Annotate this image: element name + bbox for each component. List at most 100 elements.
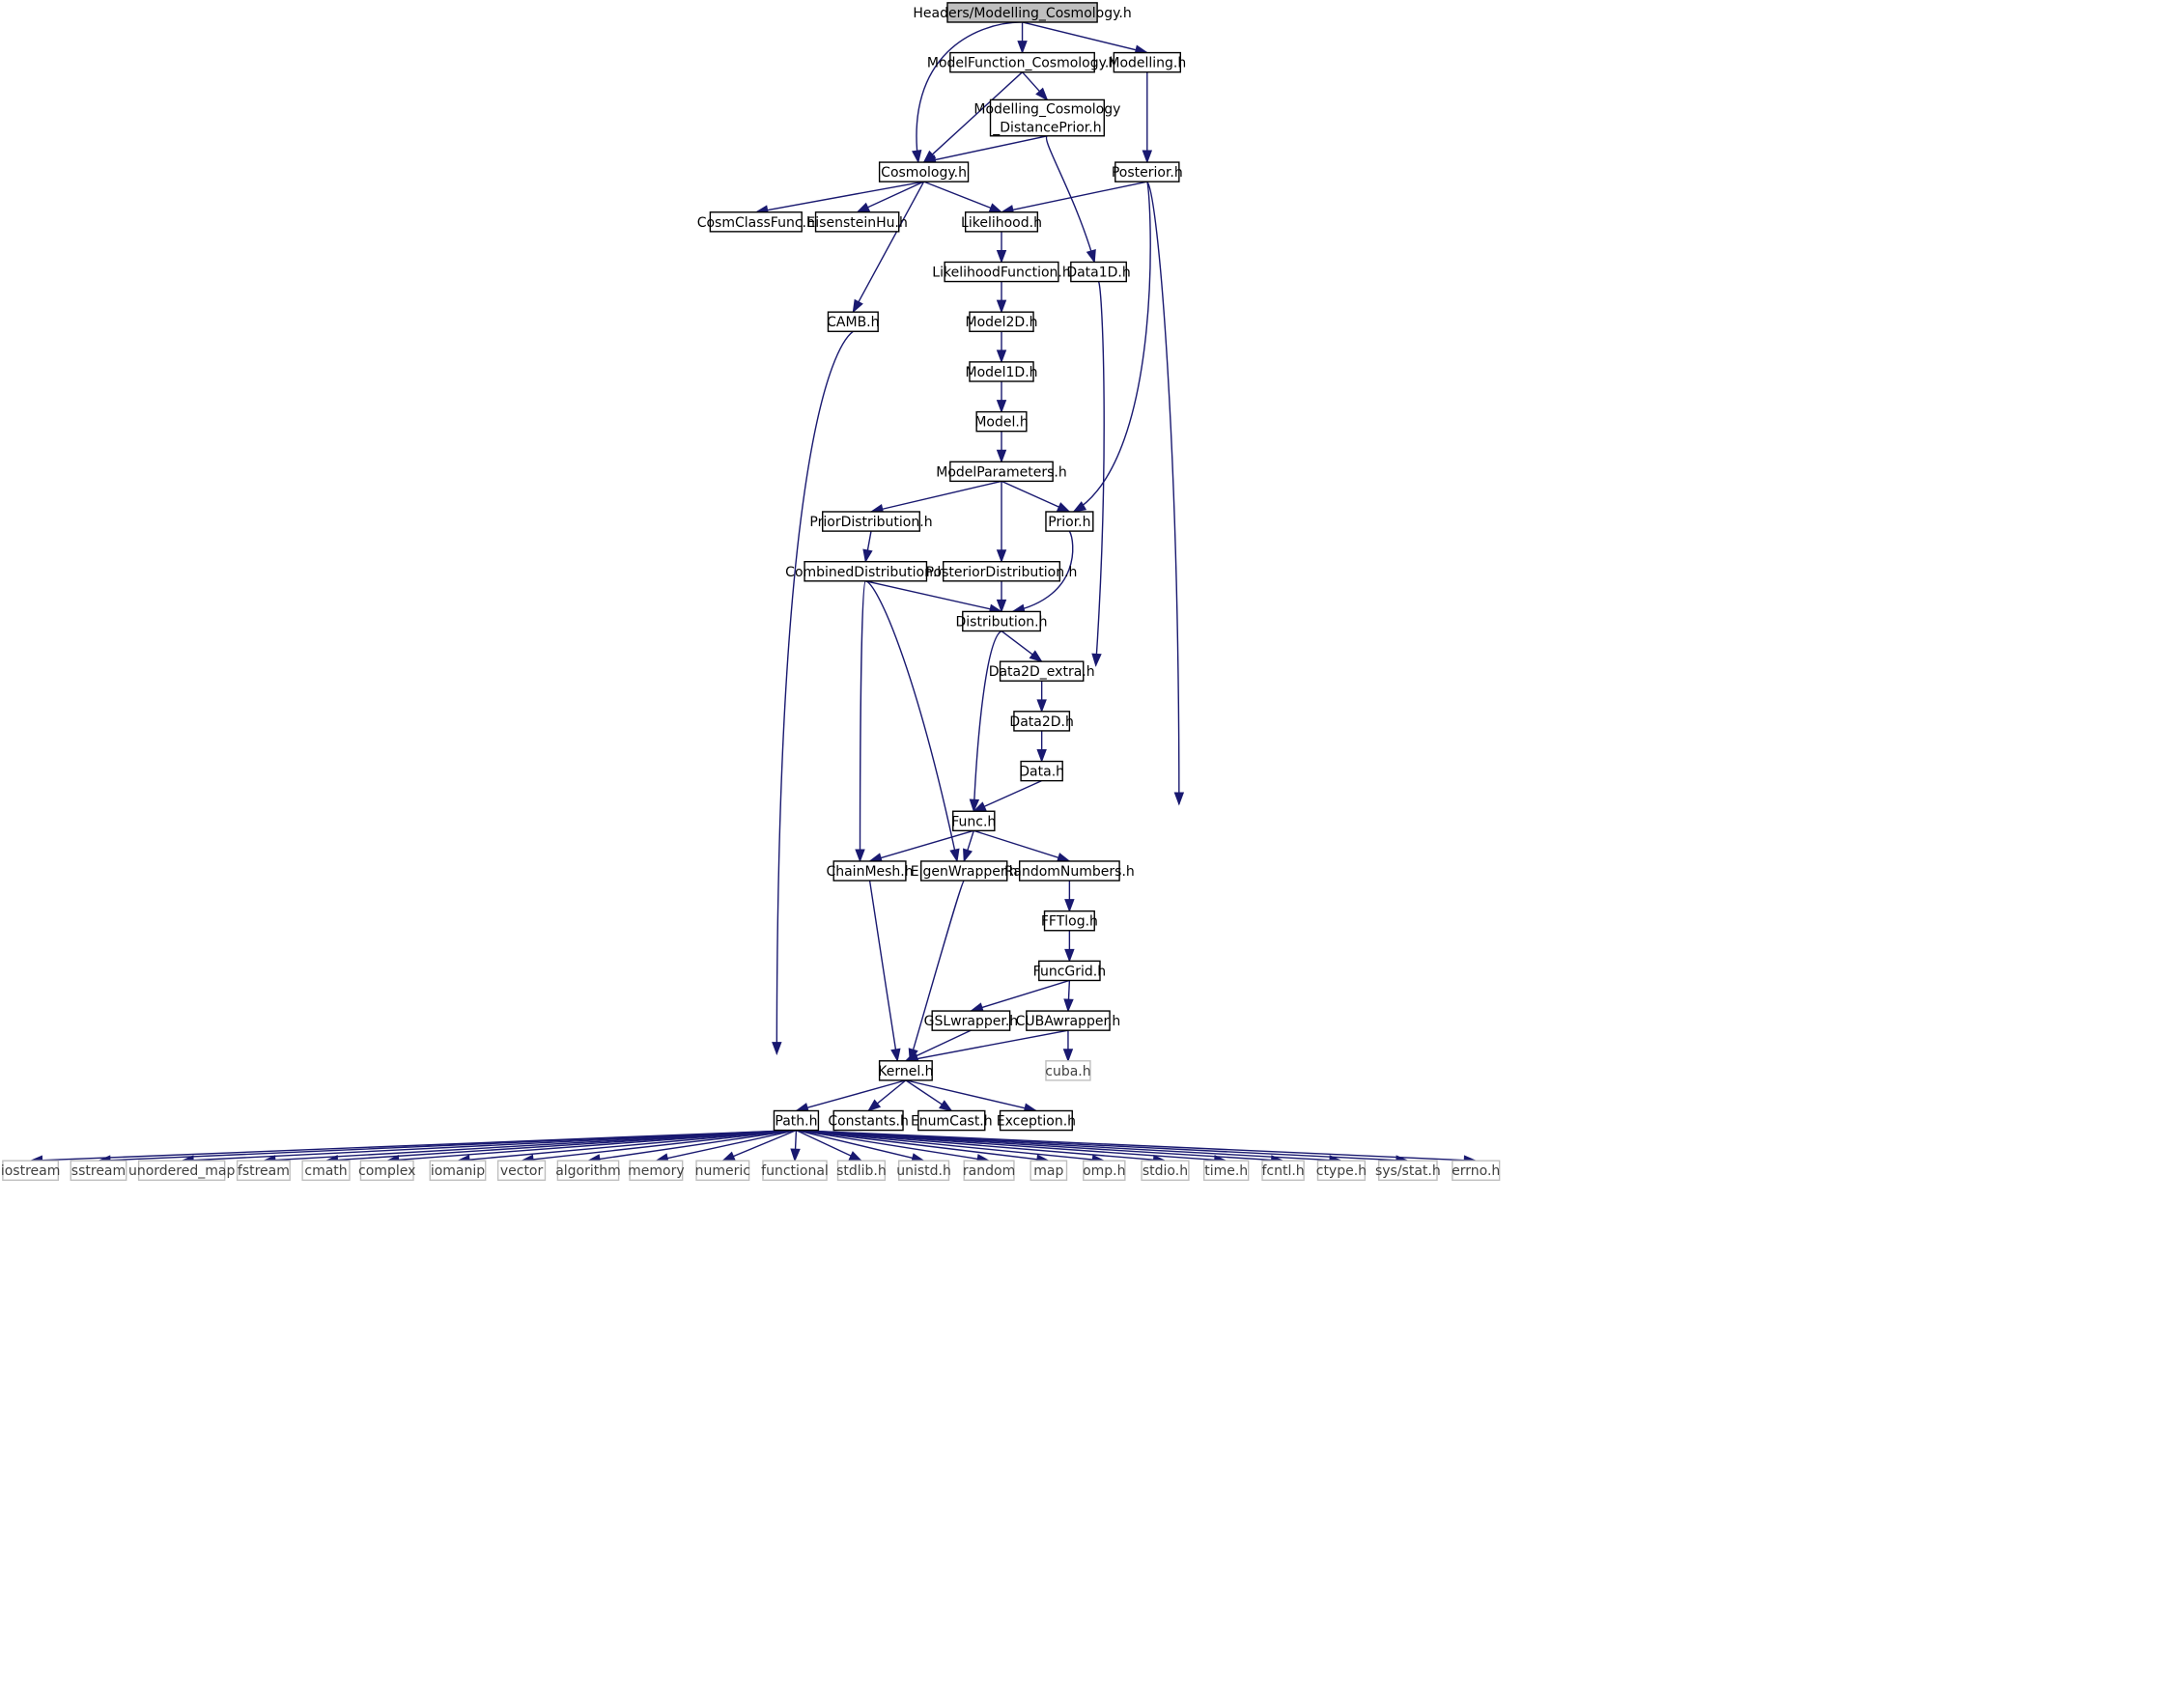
node-cosmclass[interactable]: CosmClassFunc.h	[697, 211, 815, 233]
node-model[interactable]: Model.h	[974, 410, 1029, 433]
node-label: Data2D_extra.h	[989, 664, 1095, 680]
arrowhead-icon	[1064, 948, 1075, 963]
include-edge-mcdp-to-cosmology	[922, 135, 1048, 165]
arrowhead-icon	[855, 849, 865, 863]
node-eigen[interactable]: EigenWrapper.h	[911, 860, 1018, 882]
node-label: Data2D.h	[1009, 714, 1073, 730]
include-edge-func-to-random	[973, 829, 1071, 863]
arrowhead-icon	[963, 848, 973, 863]
node-exception[interactable]: Exception.h	[997, 1109, 1076, 1132]
node-postdist[interactable]: PosteriorDistribution.h	[926, 561, 1078, 582]
node-func[interactable]: Func.h	[951, 810, 996, 832]
include-edge-path-to-numeric	[720, 1129, 797, 1162]
node-label: stdlib.h	[836, 1163, 887, 1179]
node-box	[2, 1160, 60, 1181]
node-box	[1113, 51, 1181, 73]
node-likelihood[interactable]: Likelihood.h	[961, 211, 1042, 233]
node-box	[949, 51, 1095, 73]
node-label: PriorDistribution.h	[809, 515, 932, 530]
node-label: Cosmology.h	[881, 165, 967, 181]
include-edge-combdist-to-distribution	[865, 580, 1003, 614]
node-box	[949, 461, 1054, 483]
node-model1d[interactable]: Model1D.h	[965, 361, 1038, 382]
node-path[interactable]: Path.h	[773, 1109, 820, 1132]
node-likefunc[interactable]: LikelihoodFunction.h	[932, 261, 1071, 283]
node-box	[1316, 1160, 1367, 1181]
node-modelparams[interactable]: ModelParameters.h	[936, 461, 1067, 483]
node-algorithm: algorithm	[555, 1160, 621, 1181]
node-cosmology[interactable]: Cosmology.h	[878, 161, 970, 182]
node-priordist[interactable]: PriorDistribution.h	[809, 511, 933, 532]
node-memory: memory	[628, 1160, 685, 1181]
arrowhead-icon	[996, 299, 1007, 314]
include-edge-likelihood-to-likefunc	[996, 231, 1007, 264]
node-model2d[interactable]: Model2D.h	[965, 311, 1038, 332]
node-box	[359, 1160, 414, 1181]
node-distribution[interactable]: Distribution.h	[956, 610, 1048, 632]
arrowhead-icon	[969, 798, 980, 813]
node-label: CosmClassFunc.h	[697, 215, 815, 231]
node-box	[832, 1109, 904, 1132]
node-box	[814, 211, 900, 233]
node-fftlog[interactable]: FFTlog.h	[1041, 910, 1098, 932]
node-cuba[interactable]: CUBAwrapper.h	[1016, 1010, 1121, 1031]
node-box	[301, 1160, 351, 1181]
node-label: CombinedDistribution.h	[785, 565, 945, 580]
node-label: complex	[358, 1163, 415, 1179]
node-data2dextra[interactable]: Data2D_extra.h	[989, 660, 1095, 682]
node-label: Likelihood.h	[961, 215, 1042, 231]
node-label: _DistancePrior.h	[992, 120, 1101, 135]
node-data[interactable]: Data.h	[1019, 760, 1064, 782]
node-mcdp[interactable]: Modelling_Cosmology_DistancePrior.h	[973, 98, 1120, 137]
node-enumcast[interactable]: EnumCast.h	[911, 1109, 993, 1132]
node-label: Constants.h	[828, 1114, 909, 1130]
node-eisenstein[interactable]: EisensteinHu.h	[806, 211, 908, 233]
node-box	[1261, 1160, 1305, 1181]
node-fcntl: fcntl.h	[1261, 1160, 1305, 1181]
node-ctype: ctype.h	[1316, 1160, 1367, 1181]
node-camb[interactable]: CAMB.h	[827, 311, 880, 332]
node-vector: vector	[496, 1160, 547, 1181]
arrowhead-icon	[996, 549, 1007, 564]
node-box	[429, 1160, 487, 1181]
arrowhead-icon	[848, 1151, 863, 1162]
node-root: Headers/Modelling_Cosmology.h	[913, 2, 1132, 23]
node-label: Prior.h	[1048, 515, 1090, 530]
node-data2d[interactable]: Data2D.h	[1009, 711, 1074, 732]
node-kernel[interactable]: Kernel.h	[878, 1060, 934, 1081]
node-label: stdio.h	[1142, 1163, 1188, 1179]
node-gsl[interactable]: GSLwrapper.h	[924, 1010, 1019, 1031]
include-edge-data2d-to-data	[1036, 730, 1047, 763]
node-chainmesh[interactable]: ChainMesh.h	[826, 860, 914, 882]
node-box	[1026, 1010, 1111, 1031]
node-funcgrid[interactable]: FuncGrid.h	[1033, 960, 1106, 982]
node-box	[963, 1160, 1015, 1181]
node-box	[969, 361, 1034, 382]
include-edge-posterior-to-likelihood	[1000, 181, 1147, 215]
node-box	[1203, 1160, 1250, 1181]
node-omp: omp.h	[1083, 1160, 1126, 1181]
node-label: iomanip	[431, 1163, 485, 1179]
node-label: ModelFunction_Cosmology.h	[927, 56, 1117, 71]
node-box	[827, 311, 879, 332]
node-data1d[interactable]: Data1D.h	[1066, 261, 1131, 283]
node-mfc[interactable]: ModelFunction_Cosmology.h	[927, 51, 1117, 73]
node-random[interactable]: RandomNumbers.h	[1004, 860, 1135, 882]
node-box	[496, 1160, 547, 1181]
node-posterior[interactable]: Posterior.h	[1112, 161, 1183, 182]
include-edge-cosmology-to-camb	[852, 181, 925, 314]
arrowhead-icon	[1086, 249, 1096, 264]
node-modelling[interactable]: Modelling.h	[1108, 51, 1186, 73]
node-box	[1083, 1160, 1126, 1181]
node-box	[629, 1160, 684, 1181]
node-label: RandomNumbers.h	[1004, 864, 1135, 880]
node-constants[interactable]: Constants.h	[828, 1109, 909, 1132]
node-label: ChainMesh.h	[826, 864, 913, 880]
node-label: EnumCast.h	[911, 1114, 993, 1130]
node-box	[1043, 910, 1095, 932]
node-functional: functional	[761, 1160, 829, 1181]
node-box	[556, 1160, 620, 1181]
include-edge-likefunc-to-model2d	[996, 281, 1007, 314]
node-combdist[interactable]: CombinedDistribution.h	[785, 561, 945, 582]
node-prior[interactable]: Prior.h	[1045, 511, 1094, 532]
